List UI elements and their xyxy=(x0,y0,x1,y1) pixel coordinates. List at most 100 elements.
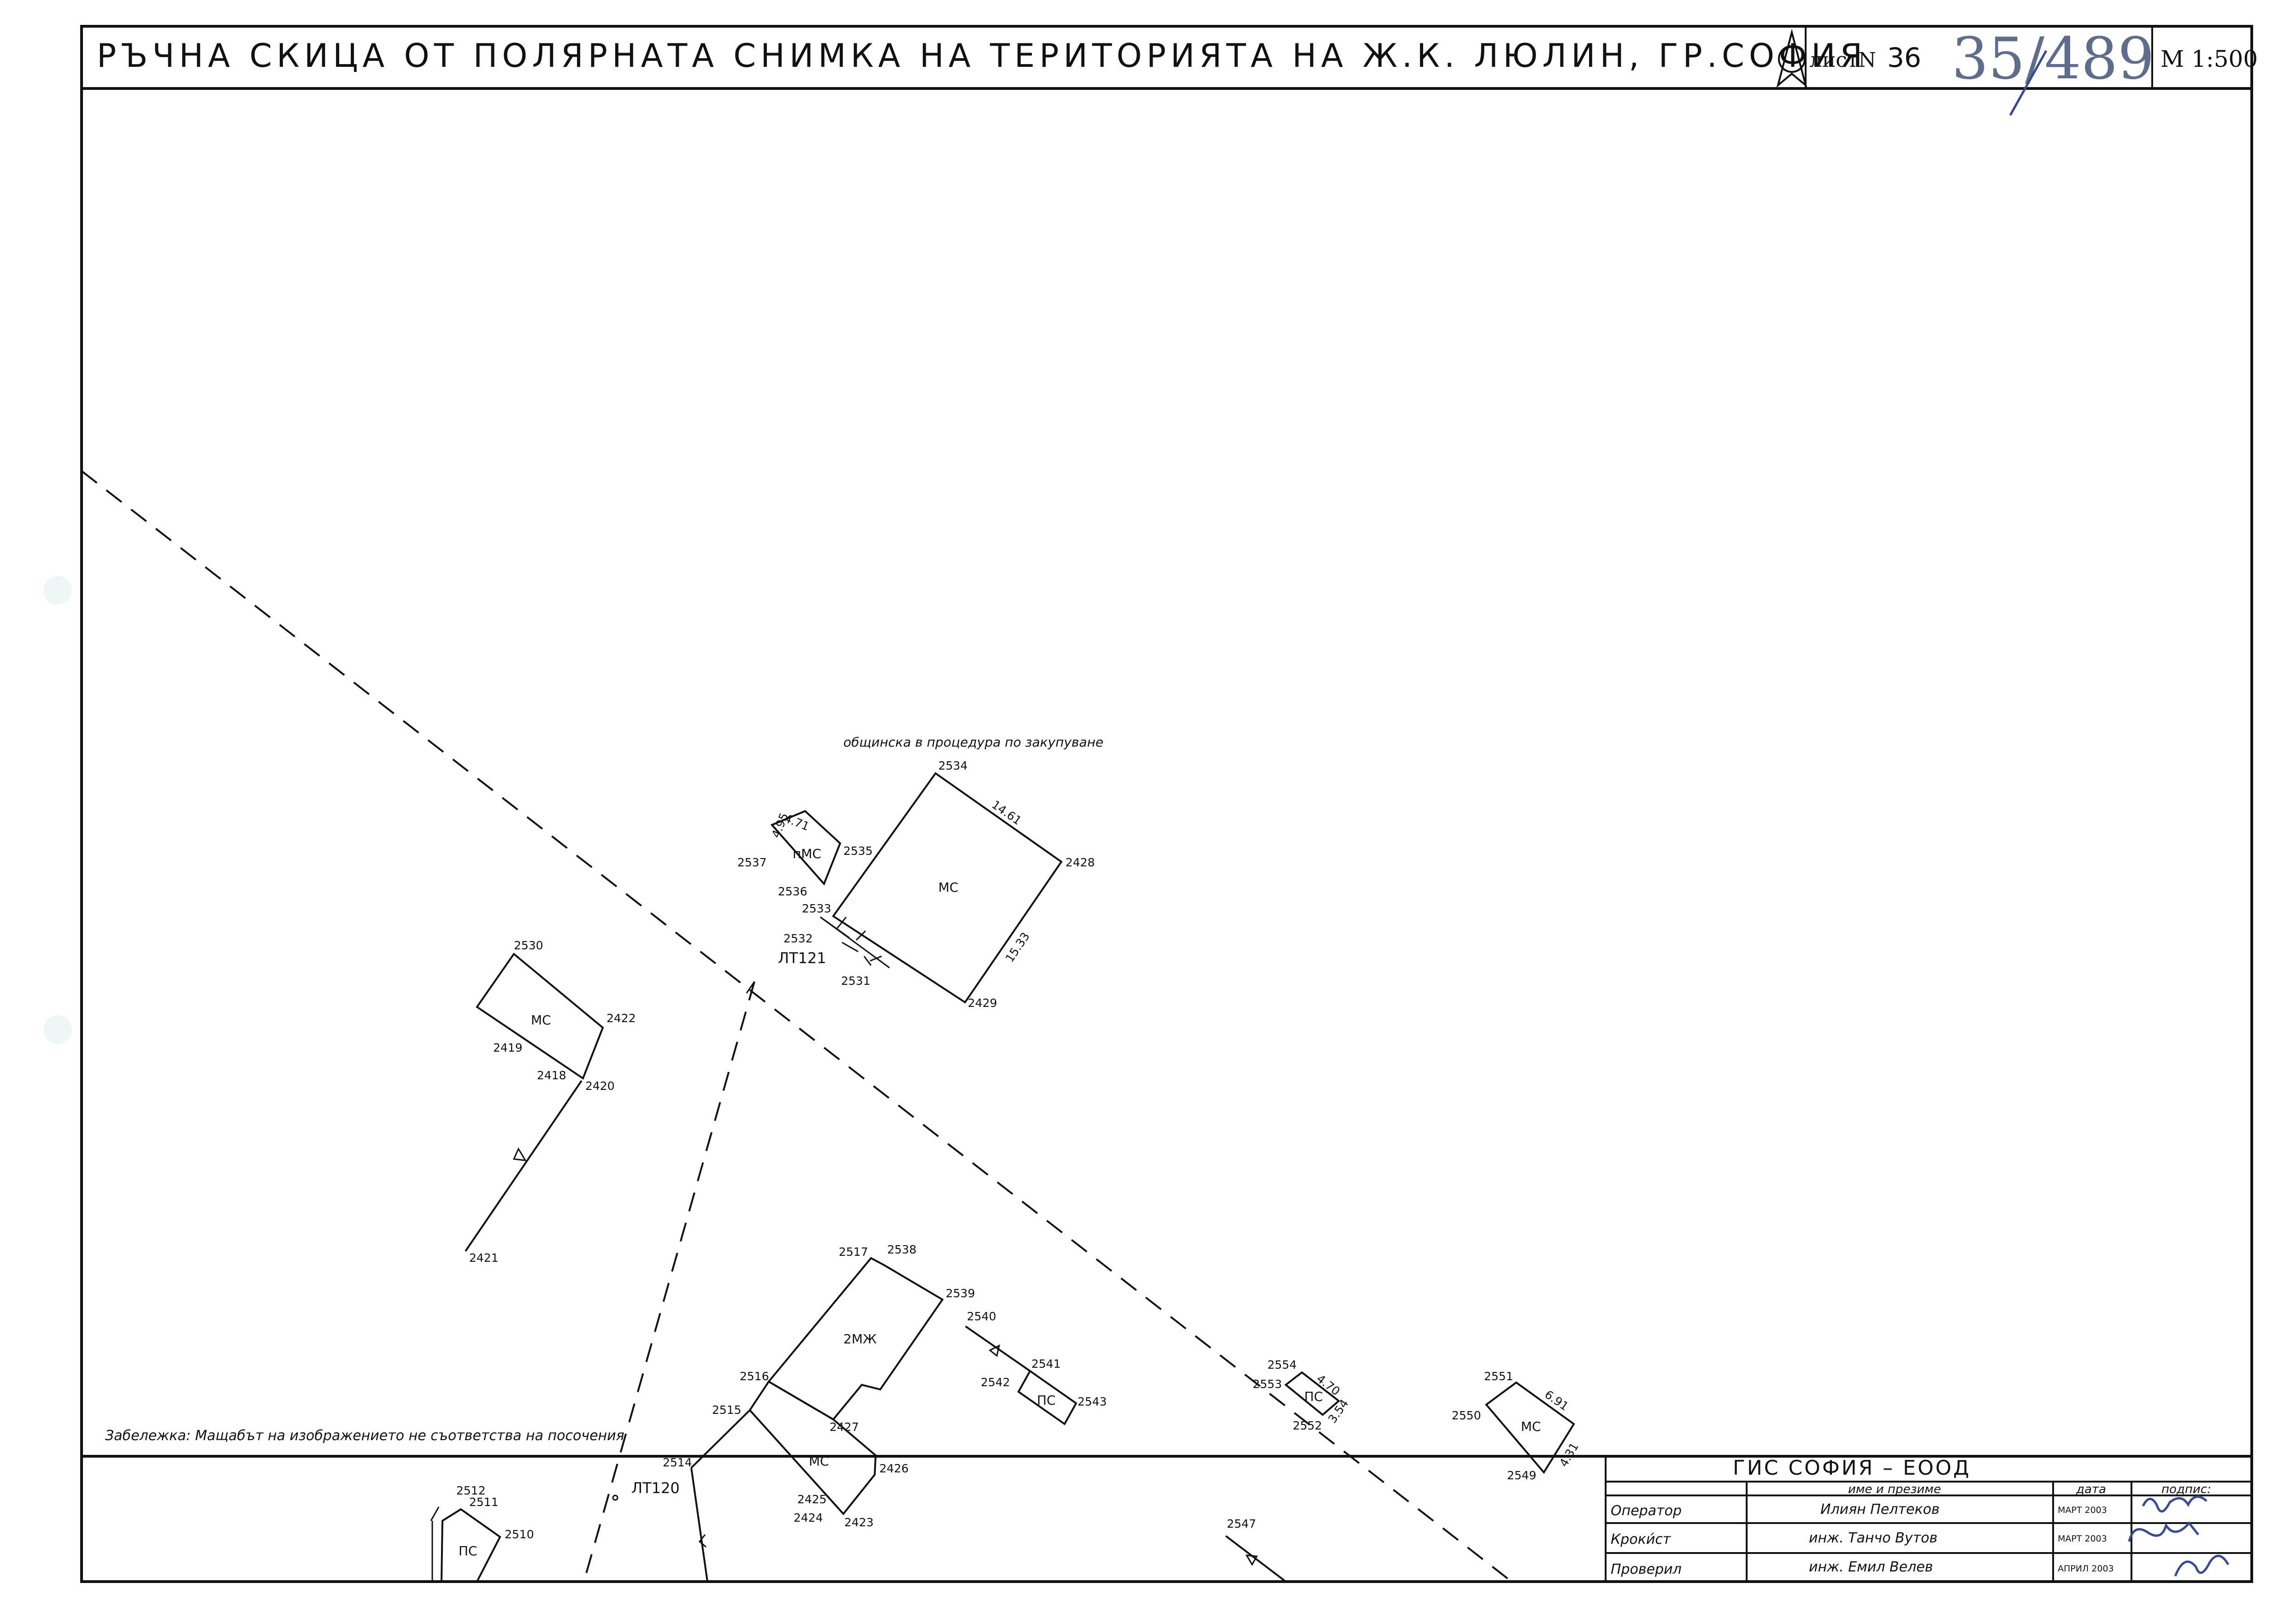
line-lt121-label: ЛТ121 xyxy=(778,949,826,967)
binder-hole-bottom xyxy=(43,1015,72,1044)
point-2517: 2517 xyxy=(839,1245,868,1259)
gate-marker-icon-2 xyxy=(698,1534,706,1548)
building-ps-east xyxy=(1284,1371,1341,1416)
point-2515: 2515 xyxy=(712,1403,742,1417)
handwritten-stroke xyxy=(2009,50,2048,116)
date-krokist: МАРТ 2003 xyxy=(2058,1534,2107,1544)
building-label-8: МС xyxy=(1521,1419,1541,1434)
building-pms xyxy=(770,810,842,886)
building-label-1: МС xyxy=(938,880,959,895)
point-2550: 2550 xyxy=(1452,1409,1481,1422)
handwritten-sheet-code: 35/489 xyxy=(1952,25,2155,92)
building-label-6: ПС xyxy=(1037,1393,1056,1408)
point-2511: 2511 xyxy=(469,1495,499,1509)
north-arrow-icon xyxy=(1776,29,1807,88)
building-label-9: ПС xyxy=(459,1543,477,1559)
point-2419: 2419 xyxy=(493,1041,523,1054)
gate-marker-icon xyxy=(512,1147,527,1161)
point-2420: 2420 xyxy=(585,1079,615,1093)
point-2424: 2424 xyxy=(794,1511,823,1524)
building-label-3: МС xyxy=(531,1012,551,1028)
point-2421: 2421 xyxy=(469,1251,499,1265)
point-2536: 2536 xyxy=(778,885,807,898)
point-2426: 2426 xyxy=(879,1462,909,1475)
fence-2420-2421 xyxy=(465,1080,583,1252)
point-2429: 2429 xyxy=(968,996,997,1010)
point-2533: 2533 xyxy=(802,902,831,915)
building-label-7: ПС xyxy=(1304,1389,1323,1404)
scale-label: М 1:500 xyxy=(2160,46,2258,72)
dashed-boundary-lt120 xyxy=(583,981,755,1582)
building-ps-southwest xyxy=(440,1508,501,1583)
point-2542: 2542 xyxy=(981,1376,1010,1389)
point-2552: 2552 xyxy=(1293,1419,1322,1432)
point-2516: 2516 xyxy=(740,1370,769,1383)
fence-lt121-b xyxy=(820,916,850,939)
binder-hole-top xyxy=(43,576,72,605)
line-lt120-label: ЛТ120 xyxy=(631,1479,680,1497)
fence-2514-down xyxy=(690,1467,708,1582)
building-ms-south xyxy=(748,1380,877,1516)
point-2553: 2553 xyxy=(1253,1377,1282,1391)
dim-15-33: 15.33 xyxy=(1003,930,1032,965)
point-2530: 2530 xyxy=(514,939,543,952)
point-2537: 2537 xyxy=(737,856,767,869)
name-krokist: инж. Танчо Вутов xyxy=(1809,1530,1937,1546)
municipal-note: общинска в процедура по закупуване xyxy=(843,735,1103,750)
ps-sw-double-line-b xyxy=(430,1506,440,1521)
point-2534: 2534 xyxy=(938,759,968,772)
point-2514: 2514 xyxy=(663,1456,692,1469)
name-checked: инж. Емил Велев xyxy=(1809,1559,1933,1575)
building-ms-west xyxy=(476,953,604,1080)
fence-2514 xyxy=(690,1409,751,1469)
point-2535: 2535 xyxy=(843,844,873,858)
point-2551: 2551 xyxy=(1484,1370,1513,1383)
col-name-header: име и презиме xyxy=(1848,1483,1941,1496)
building-ms-north xyxy=(832,772,1063,1004)
building-ms-east xyxy=(1485,1381,1575,1474)
point-2540: 2540 xyxy=(967,1310,996,1323)
point-2425: 2425 xyxy=(797,1493,827,1506)
point-2554: 2554 xyxy=(1267,1358,1297,1371)
point-2423: 2423 xyxy=(844,1516,874,1529)
point-2418: 2418 xyxy=(537,1069,566,1082)
point-2538: 2538 xyxy=(887,1243,917,1256)
gate-marker-icon-4 xyxy=(1245,1554,1258,1566)
point-2549: 2549 xyxy=(1507,1469,1536,1482)
building-label-4: 2МЖ xyxy=(843,1331,877,1347)
company-name: ГИС СОФИЯ – ЕООД xyxy=(1733,1456,1971,1480)
building-ps-middle xyxy=(1017,1370,1077,1425)
sheet-label: листN xyxy=(1809,48,1876,72)
role-operator: Оператор xyxy=(1611,1503,1682,1519)
col-date-header: дата xyxy=(2076,1483,2106,1496)
scale-note: Забележка: Мащабът на изображението не с… xyxy=(105,1428,624,1444)
building-2mzh xyxy=(767,1257,944,1421)
point-2512: 2512 xyxy=(456,1484,486,1497)
gate-marker-icon-3 xyxy=(989,1344,1001,1357)
sheet-title: РЪЧНА СКИЦА ОТ ПОЛЯРНАТА СНИМКА НА ТЕРИТ… xyxy=(97,37,1867,75)
date-operator: МАРТ 2003 xyxy=(2058,1505,2107,1515)
name-operator: Илиян Пелтеков xyxy=(1820,1501,1940,1518)
lt120-point xyxy=(612,1495,618,1501)
point-2532: 2532 xyxy=(783,932,813,945)
point-2531: 2531 xyxy=(841,974,871,988)
point-2510: 2510 xyxy=(505,1528,534,1541)
title-block xyxy=(1605,1455,2253,1583)
point-2541: 2541 xyxy=(1031,1357,1061,1371)
fence-lt121-c xyxy=(836,917,882,966)
building-label-2: пМС xyxy=(793,846,821,861)
dashed-boundary-main xyxy=(81,470,1513,1583)
col-sign-header: подпис: xyxy=(2161,1483,2211,1496)
point-2427: 2427 xyxy=(830,1420,859,1434)
signatures xyxy=(2128,1495,2230,1577)
point-2428: 2428 xyxy=(1066,856,1095,869)
dim-6-91: 6.91 xyxy=(1542,1388,1571,1413)
point-2547: 2547 xyxy=(1227,1517,1256,1530)
role-checked: Проверил xyxy=(1611,1561,1682,1577)
sheet-frame xyxy=(80,25,2253,1583)
point-2543: 2543 xyxy=(1077,1395,1107,1408)
sheet-number: 36 xyxy=(1887,42,1921,73)
point-2539: 2539 xyxy=(946,1287,975,1300)
dim-3-54: 3.54 xyxy=(1325,1397,1351,1425)
